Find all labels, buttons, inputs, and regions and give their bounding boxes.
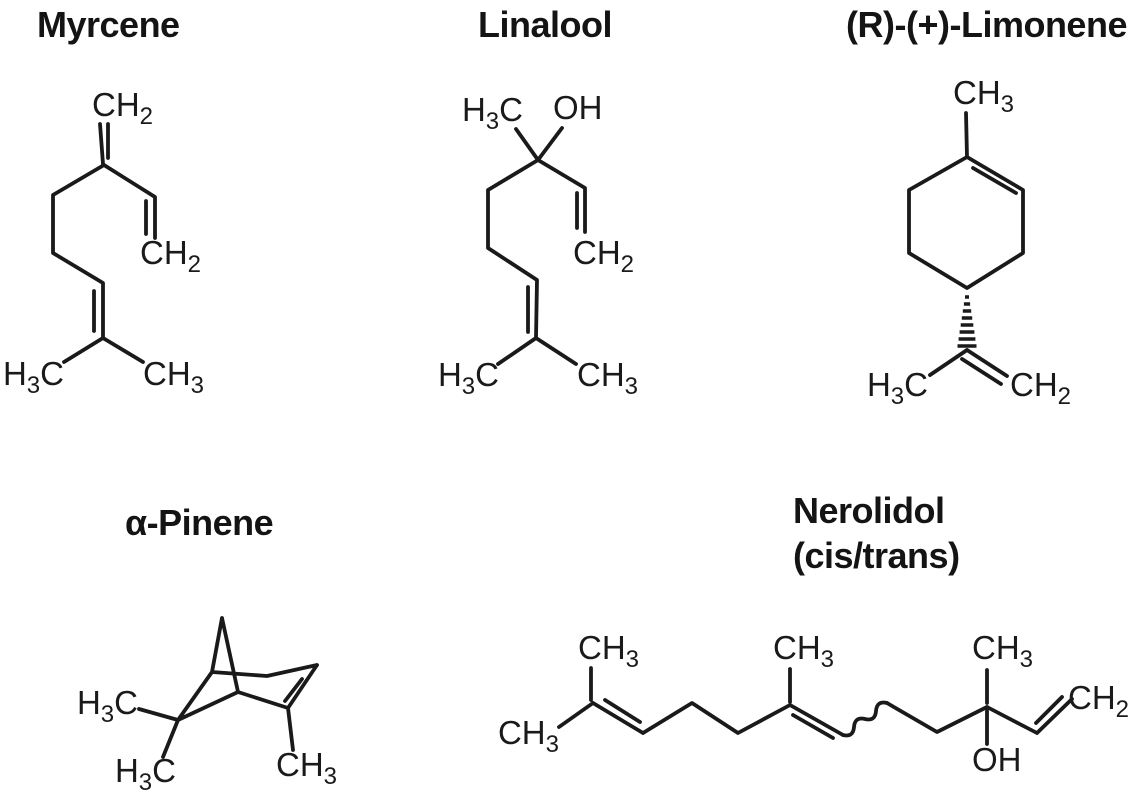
- limonene-label-ch3-top: CH3: [953, 74, 1014, 118]
- myrcene-title: Myrcene: [37, 4, 180, 45]
- linalool-title: Linalool: [478, 4, 613, 45]
- limonene-label-ch2: CH2: [1010, 366, 1071, 410]
- pinene-label-h3c-bottom: H3C: [115, 752, 176, 796]
- limonene-label-h3c: H3C: [867, 366, 928, 410]
- pinene-double-bond-lines: [283, 677, 304, 703]
- nerolidol-double-bond-lines: [603, 695, 1064, 740]
- nerolidol-label-ch2-vinyl: CH2: [1068, 679, 1129, 723]
- myrcene-label-ch3-right: CH3: [143, 355, 204, 399]
- limonene-double-bond-lines: [960, 166, 1018, 386]
- nerolidol-title: Nerolidol: [793, 490, 945, 531]
- nerolidol-wavy-bond: [841, 700, 889, 738]
- nerolidol-label-oh: OH: [972, 741, 1022, 778]
- nerolidol-structure: CH3 CH3 CH3 CH3 OH CH2: [498, 629, 1129, 778]
- pinene-label-h3c-left: H3C: [77, 684, 138, 728]
- linalool-label-ch3-bottom: CH3: [577, 356, 638, 400]
- linalool-label-h3c-bottom: H3C: [438, 356, 499, 400]
- limonene-title: (R)-(+)-Limonene: [846, 4, 1127, 45]
- nerolidol-label-ch3-end: CH3: [498, 714, 559, 758]
- pinene-title: α-Pinene: [125, 502, 274, 543]
- nerolidol-label-ch3-c3: CH3: [972, 629, 1033, 673]
- nerolidol-title-block: Nerolidol (cis/trans): [793, 488, 960, 578]
- myrcene-structure: CH2 CH2 H3C CH3: [3, 86, 204, 399]
- linalool-label-h3c-top: H3C: [462, 91, 523, 135]
- nerolidol-bond-lines: [557, 666, 1074, 746]
- linalool-structure: H3C OH CH2 H3C CH3: [438, 89, 638, 400]
- linalool-label-ch2: CH2: [573, 234, 634, 278]
- myrcene-label-h3c-left: H3C: [3, 355, 64, 399]
- pinene-bond-lines: [137, 616, 319, 759]
- nerolidol-label-ch3-c7: CH3: [773, 629, 834, 673]
- pinene-label-ch3-right: CH3: [276, 746, 337, 790]
- linalool-label-oh: OH: [553, 89, 603, 126]
- nerolidol-label-ch3-c11: CH3: [578, 629, 639, 673]
- limonene-bond-lines: [907, 111, 1025, 378]
- myrcene-double-bond-lines: [92, 122, 148, 333]
- myrcene-label-ch2-top: CH2: [92, 86, 153, 130]
- nerolidol-subtitle: (cis/trans): [793, 535, 960, 576]
- myrcene-label-ch2-mid: CH2: [140, 234, 201, 278]
- limonene-structure: CH3 H3C CH2: [867, 74, 1071, 410]
- limonene-stereo-hash-bond: [957, 295, 977, 348]
- linalool-bond-lines: [486, 126, 587, 366]
- linalool-double-bond-lines: [526, 191, 579, 334]
- pinene-structure: H3C H3C CH3: [77, 616, 337, 796]
- myrcene-bond-lines: [51, 163, 157, 364]
